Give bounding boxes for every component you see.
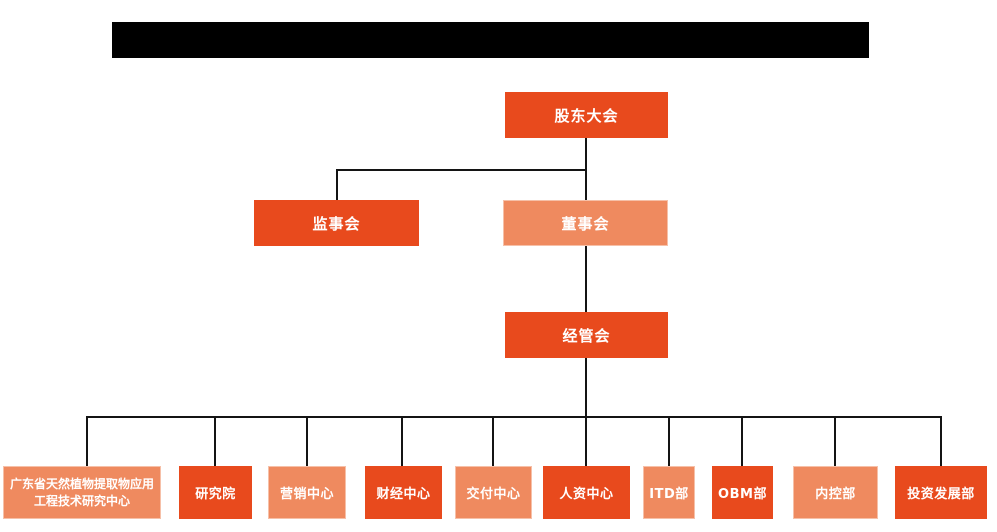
connector-line (401, 416, 403, 466)
connector-line (585, 246, 587, 312)
connector-line (741, 416, 743, 466)
redacted-title-bar (112, 22, 869, 58)
connector-line (834, 416, 836, 466)
connector-line (336, 169, 338, 200)
node-supervisory-board: 监事会 (254, 200, 419, 246)
connector-line (306, 416, 308, 466)
node-guangdong-plant-extract-research-center: 广东省天然植物提取物应用工程技术研究中心 (3, 466, 161, 519)
node-itd-dept: ITD部 (643, 466, 695, 519)
node-marketing-center: 营销中心 (268, 466, 346, 519)
node-shareholders-meeting: 股东大会 (505, 92, 668, 138)
node-obm-dept: OBM部 (712, 466, 773, 519)
node-finance-center: 财经中心 (365, 466, 442, 519)
node-investment-development-dept: 投资发展部 (895, 466, 987, 519)
connector-line (940, 416, 942, 466)
connector-line (336, 169, 587, 171)
node-research-institute: 研究院 (179, 466, 252, 519)
node-board-of-directors: 董事会 (503, 200, 668, 246)
connector-line (86, 416, 88, 466)
connector-line (492, 416, 494, 466)
node-management-committee: 经管会 (505, 312, 668, 358)
node-internal-control-dept: 内控部 (793, 466, 878, 519)
connector-line (585, 416, 587, 466)
node-delivery-center: 交付中心 (455, 466, 532, 519)
node-hr-center: 人资中心 (543, 466, 630, 519)
connector-line (214, 416, 216, 466)
connector-line (668, 416, 670, 466)
connector-line (86, 416, 942, 418)
connector-line (585, 358, 587, 417)
